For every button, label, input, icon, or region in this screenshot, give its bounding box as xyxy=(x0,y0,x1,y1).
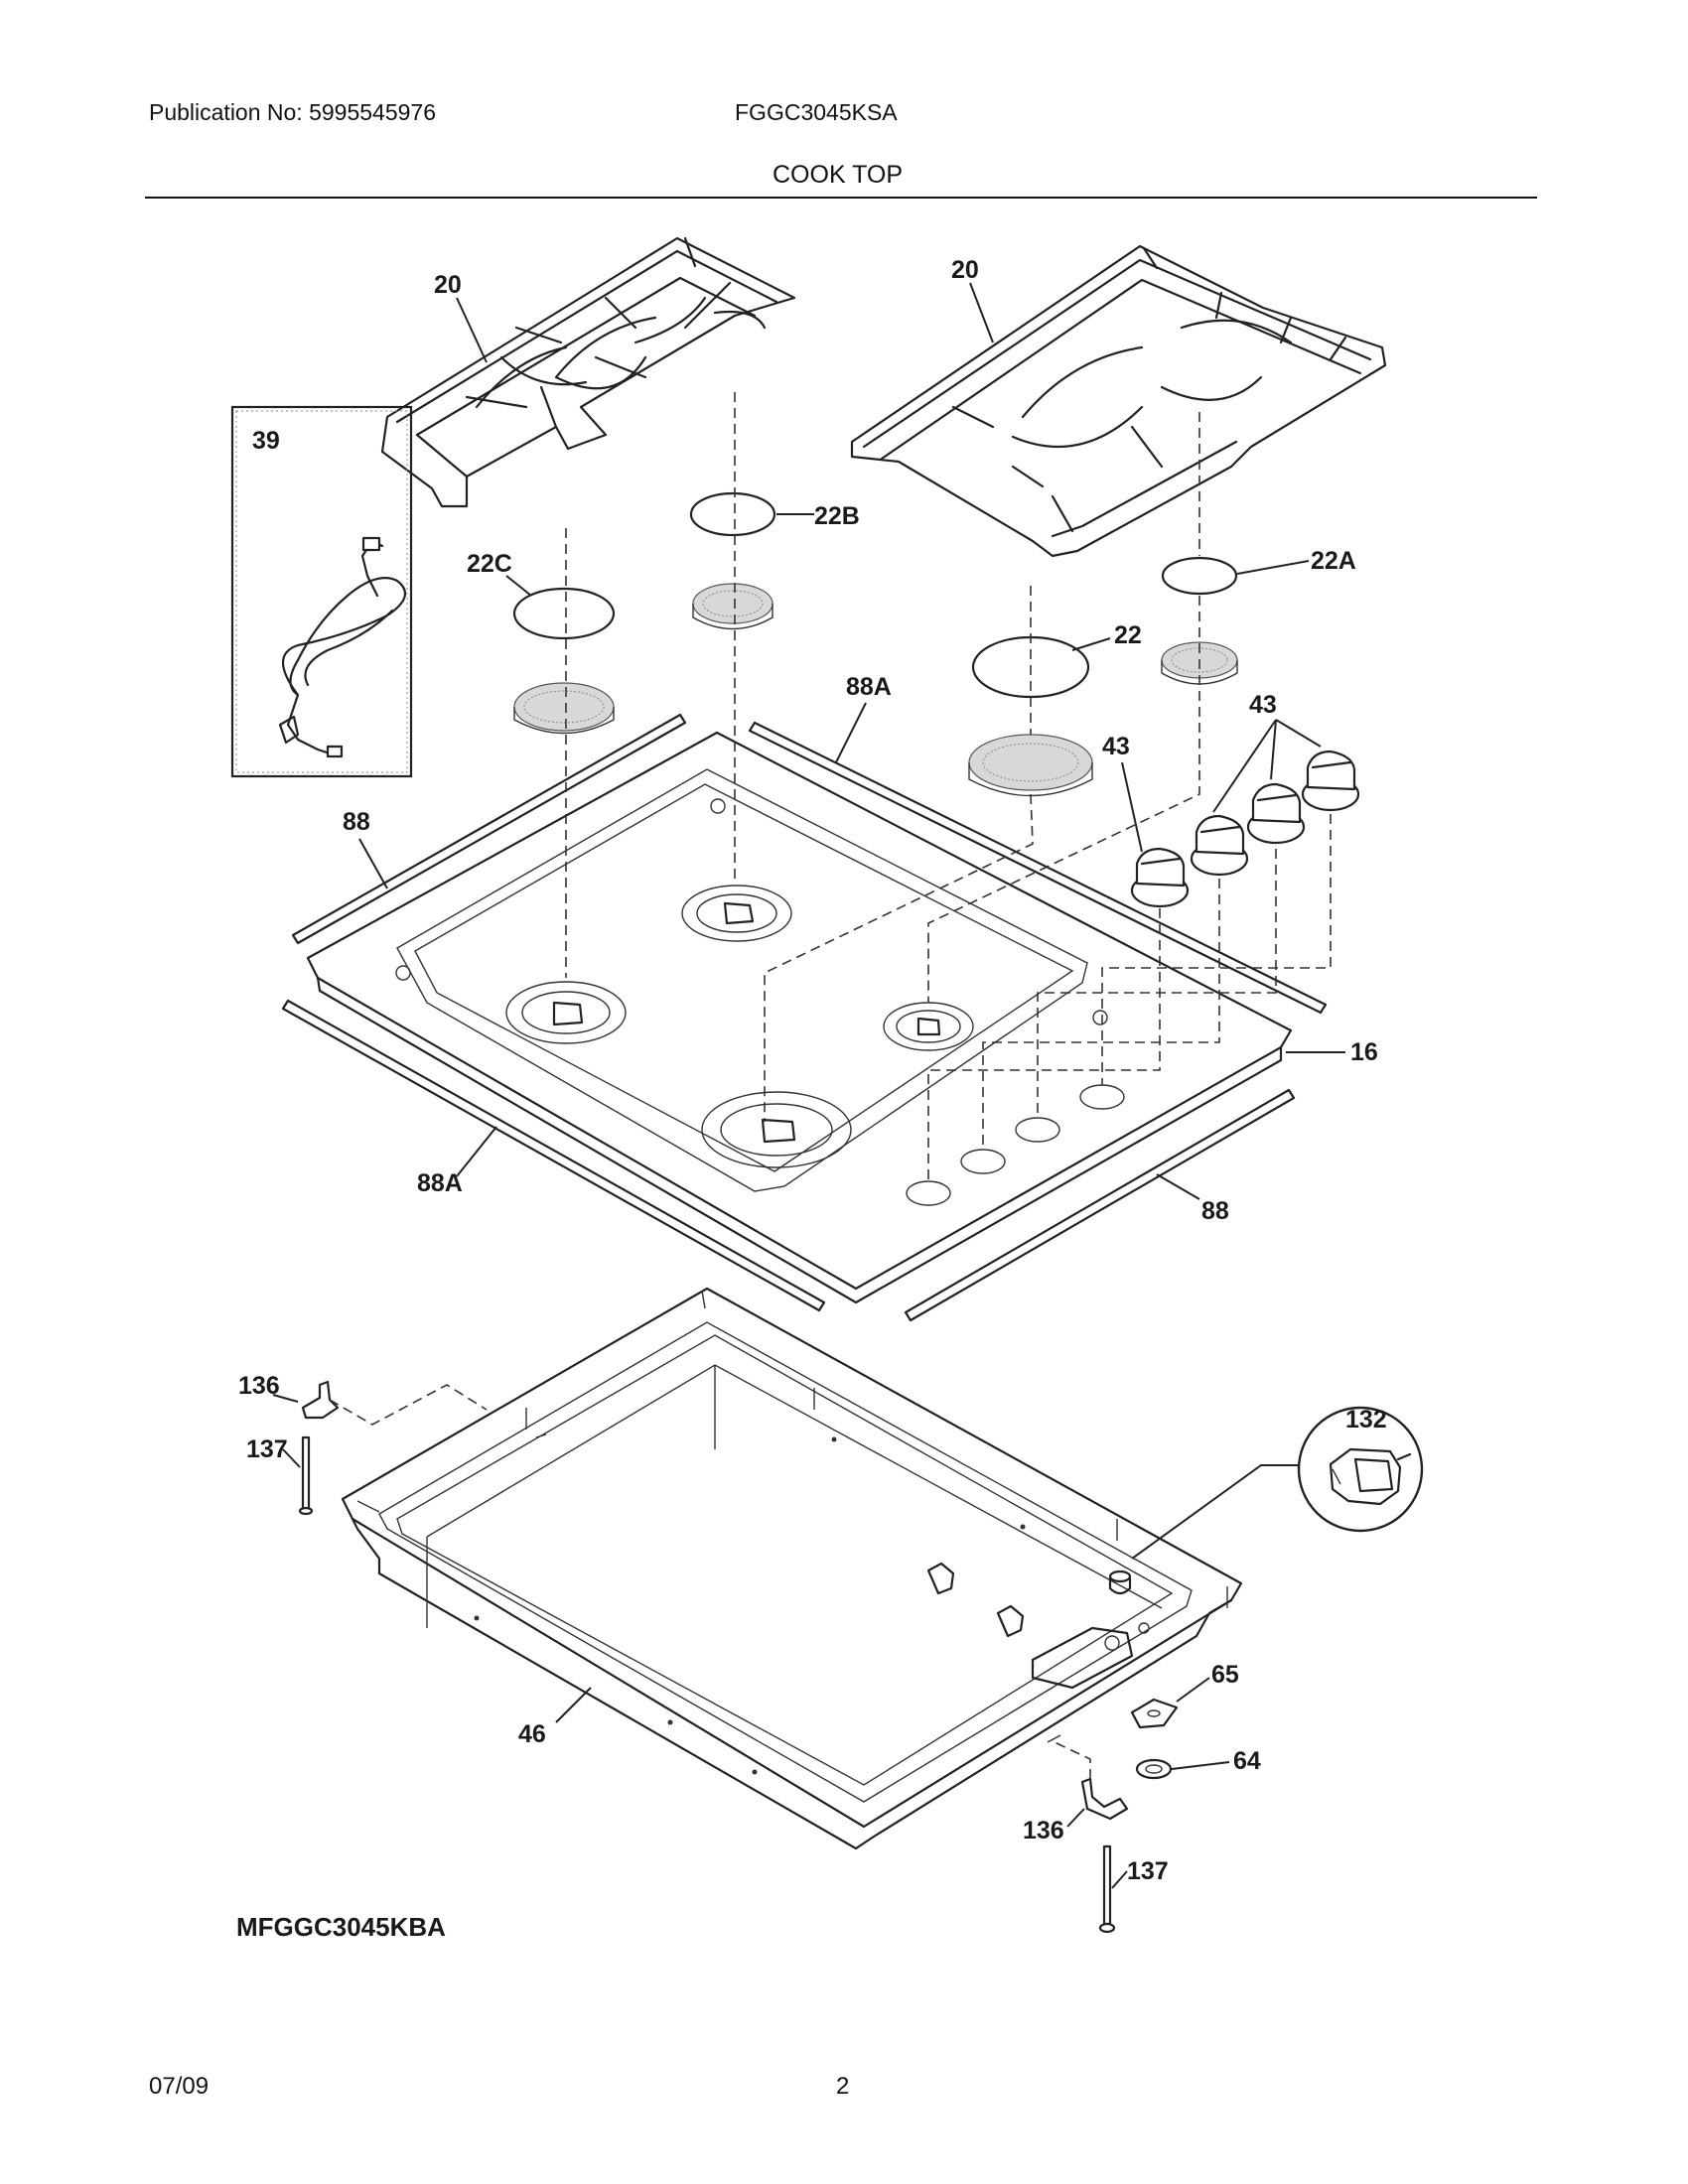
callout-cap-22b: 22B xyxy=(814,502,860,530)
callout-screw-right: 137 xyxy=(1127,1857,1169,1885)
callout-knob-group: 43 xyxy=(1249,691,1277,719)
callout-cap-22c: 22C xyxy=(467,550,512,578)
connector-circle[interactable] xyxy=(1297,1406,1424,1533)
callout-cap-22a: 22A xyxy=(1311,547,1356,575)
callout-cord-box: 39 xyxy=(252,427,280,455)
model-number: FGGC3045KSA xyxy=(735,99,898,125)
callout-trim-88-left: 88 xyxy=(343,808,370,836)
burner-head-large[interactable] xyxy=(968,734,1093,797)
grate-right[interactable] xyxy=(850,244,1387,558)
callout-trim-88a-bottom: 88A xyxy=(417,1169,463,1197)
bracket-right[interactable] xyxy=(1054,1741,1129,1821)
publication-number: Publication No: 5995545976 xyxy=(149,99,437,125)
power-cord-box[interactable] xyxy=(230,405,413,778)
knob-4[interactable] xyxy=(1301,750,1360,812)
callout-cap-22: 22 xyxy=(1114,621,1142,649)
callout-trim-88a-top: 88A xyxy=(846,673,892,701)
trim-88-bottom[interactable] xyxy=(904,1088,1296,1322)
trim-88a-bottom[interactable] xyxy=(281,999,826,1312)
callout-screw-left: 137 xyxy=(246,1435,288,1463)
burner-box-pan[interactable] xyxy=(341,1287,1243,1850)
bracket-left[interactable] xyxy=(301,1380,488,1426)
callout-bracket-left: 136 xyxy=(238,1372,280,1400)
assembly-line-large xyxy=(764,586,1034,1122)
callout-connector: 132 xyxy=(1345,1406,1387,1433)
header-rule xyxy=(145,197,1537,199)
callout-bracket-right: 136 xyxy=(1023,1817,1064,1844)
burner-head-center[interactable] xyxy=(692,583,774,630)
callout-grate-left: 20 xyxy=(434,271,462,299)
callout-knob-single: 43 xyxy=(1102,733,1130,760)
assembly-line-small xyxy=(927,412,1200,1003)
callout-cooktop: 16 xyxy=(1350,1038,1378,1066)
grate-left[interactable] xyxy=(380,236,796,508)
gasket-65[interactable] xyxy=(1130,1698,1179,1729)
knob-2[interactable] xyxy=(1190,814,1249,877)
knob-3[interactable] xyxy=(1246,782,1306,845)
callout-pan: 46 xyxy=(518,1720,546,1748)
trim-88a-top[interactable] xyxy=(748,721,1328,1015)
footer-date: 07/09 xyxy=(149,2073,210,2100)
cooktop-main-top[interactable] xyxy=(306,731,1293,1304)
screw-right[interactable] xyxy=(1098,1844,1116,1934)
burner-cap-22c[interactable] xyxy=(512,587,616,640)
screw-left[interactable] xyxy=(298,1435,314,1516)
assembly-line-knobs xyxy=(927,814,1332,1181)
footer-page-number: 2 xyxy=(836,2073,850,2100)
burner-cap-22b[interactable] xyxy=(689,491,776,537)
burner-cap-22a[interactable] xyxy=(1161,556,1238,596)
gasket-64[interactable] xyxy=(1135,1758,1173,1780)
callout-grate-right: 20 xyxy=(951,256,979,284)
trim-88-left[interactable] xyxy=(291,713,687,945)
section-title: COOK TOP xyxy=(773,161,904,189)
callout-trim-88-bottom: 88 xyxy=(1201,1197,1229,1225)
callout-gasket-64: 64 xyxy=(1233,1747,1261,1775)
burner-head-left[interactable] xyxy=(513,682,615,735)
variant-model-label: MFGGC3045KBA xyxy=(236,1912,446,1942)
knob-front[interactable] xyxy=(1130,847,1190,908)
callout-gasket-65: 65 xyxy=(1211,1661,1239,1689)
